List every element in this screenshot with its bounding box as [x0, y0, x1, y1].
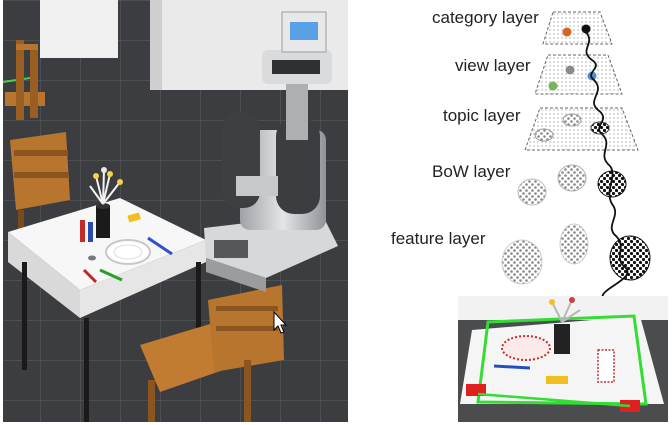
bow-layer-plane	[500, 160, 646, 212]
utensil-green	[99, 268, 123, 282]
wall-left	[40, 0, 118, 58]
view-node-gray	[565, 65, 575, 75]
table-objects	[80, 167, 173, 284]
snapshot-plate	[501, 335, 551, 361]
cup	[96, 206, 110, 238]
utensil-blue	[147, 236, 173, 256]
inference-path	[585, 31, 629, 337]
view-node-green	[548, 81, 558, 91]
model-diagram	[458, 11, 668, 422]
category-layer-label: category layer	[432, 8, 539, 27]
scene-snapshot	[458, 296, 668, 422]
snapshot-bottle	[597, 349, 615, 383]
table	[8, 198, 206, 422]
bow-layer-label: BoW layer	[432, 162, 511, 181]
topic-layer-label: topic layer	[443, 106, 521, 125]
chair-back-left	[5, 40, 45, 120]
view-layer-label: view layer	[455, 56, 531, 75]
snapshot-cup	[554, 324, 570, 354]
category-node-black	[581, 24, 591, 34]
feature-node-active	[609, 235, 651, 281]
robot	[204, 11, 338, 292]
utensil-red	[82, 268, 98, 284]
topic-layer-plane	[524, 107, 639, 151]
flowers	[89, 169, 121, 205]
category-layer-plane	[542, 11, 613, 45]
view-layer-plane	[534, 54, 623, 95]
chair-front	[140, 285, 284, 422]
plate	[105, 239, 151, 265]
feature-layer-label: feature layer	[391, 229, 486, 248]
category-node-orange	[562, 27, 572, 37]
robot-arm-right	[276, 118, 320, 214]
wall-right-shadow	[150, 0, 162, 90]
bottle-blue	[88, 222, 93, 242]
robot-scene	[2, 0, 348, 422]
spoon	[88, 255, 96, 261]
mouse-pointer-icon	[273, 310, 288, 334]
feature-layer-plane	[480, 223, 656, 285]
sponge-yellow	[127, 212, 141, 223]
bottle-red	[80, 220, 85, 242]
